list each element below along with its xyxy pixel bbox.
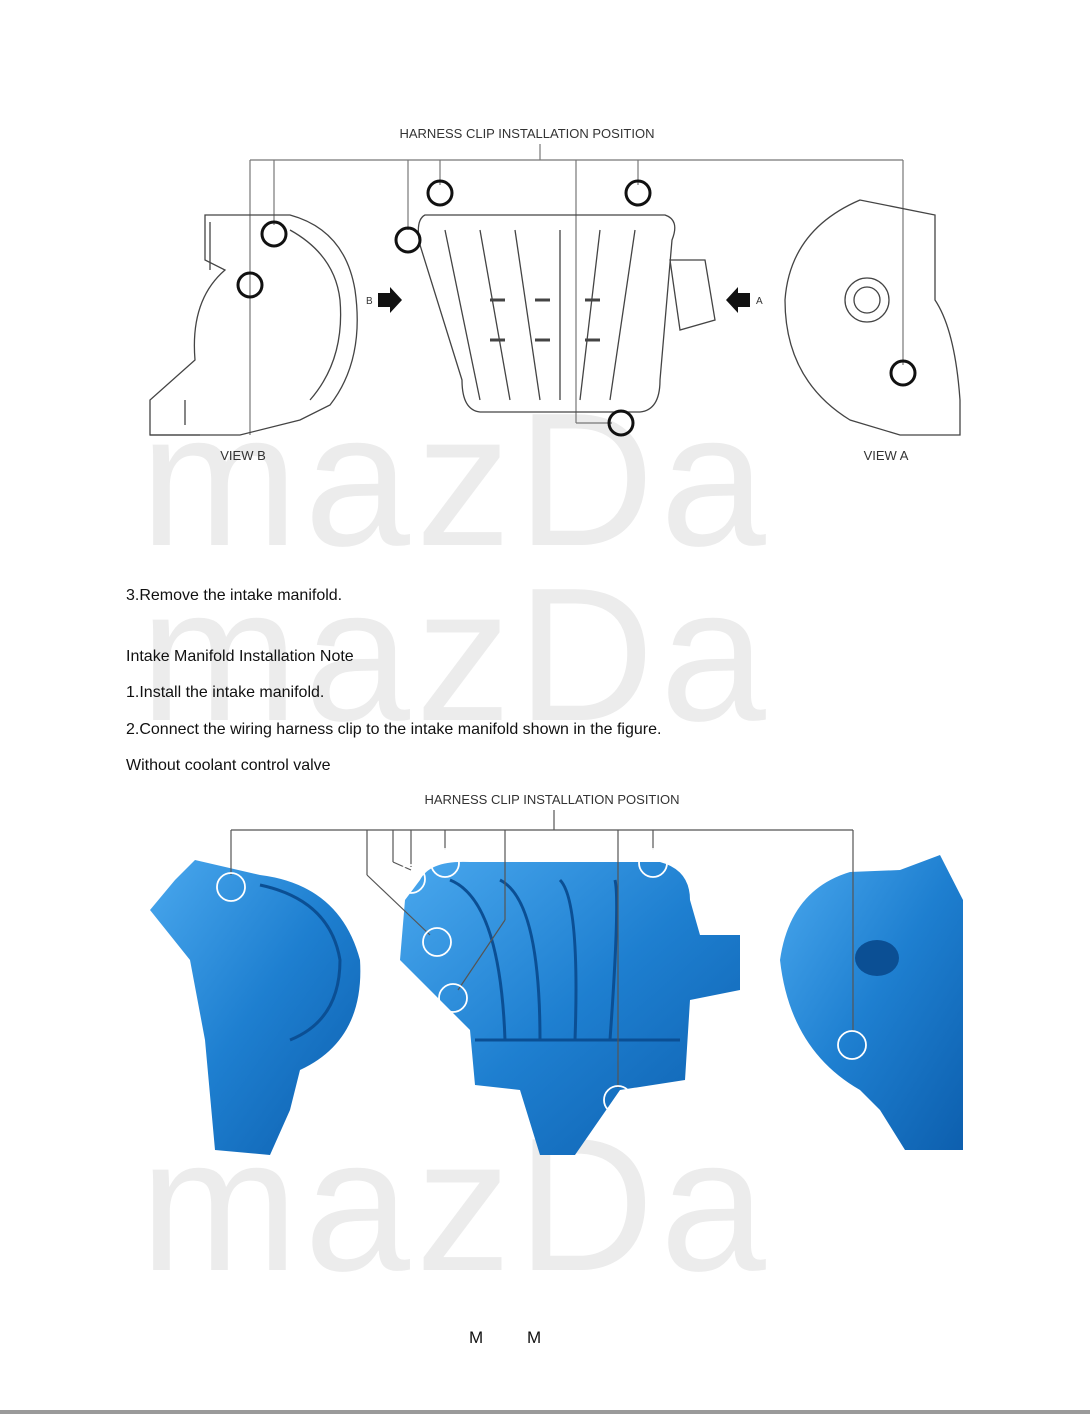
clip-position-circles — [216, 848, 867, 1115]
figure-1-line-drawing: HARNESS CLIP INSTALLATION POSITION B A V… — [149, 126, 961, 463]
step-remove-manifold: 3.Remove the intake manifold. — [126, 587, 343, 604]
figure-2-title: HARNESS CLIP INSTALLATION POSITION — [424, 792, 679, 807]
view-b-label: VIEW B — [220, 448, 266, 463]
left-part-render — [150, 860, 361, 1155]
manifold-render — [400, 861, 740, 1155]
footer-mark-left: M — [469, 1328, 484, 1347]
figure-2-render: HARNESS CLIP INSTALLATION POSITION — [150, 792, 963, 1155]
clip-position-circles — [236, 179, 917, 437]
callout-lines — [230, 810, 854, 1088]
arrow-a-icon — [726, 287, 750, 313]
footer-mark-right: M — [527, 1328, 542, 1347]
arrow-a-label: A — [756, 296, 763, 307]
manifold-part — [417, 214, 716, 413]
watermark: mazDa — [140, 549, 772, 761]
variant-label: Without coolant control valve — [126, 757, 331, 774]
figure-1-title: HARNESS CLIP INSTALLATION POSITION — [399, 126, 654, 141]
right-part-render — [780, 855, 963, 1150]
page-bottom-border — [0, 1410, 1090, 1414]
installation-note-heading: Intake Manifold Installation Note — [126, 648, 354, 665]
view-b-part — [149, 214, 358, 436]
arrow-b-icon — [378, 287, 402, 313]
view-arrows: B A — [366, 287, 763, 313]
arrow-b-label: B — [366, 296, 373, 307]
step-connect-harness: 2.Connect the wiring harness clip to the… — [126, 721, 662, 738]
watermark: mazDa — [140, 374, 772, 586]
step-install-manifold: 1.Install the intake manifold. — [126, 684, 325, 701]
callout-lines — [249, 144, 904, 435]
view-a-label: VIEW A — [864, 448, 909, 463]
view-a-part — [784, 199, 961, 436]
